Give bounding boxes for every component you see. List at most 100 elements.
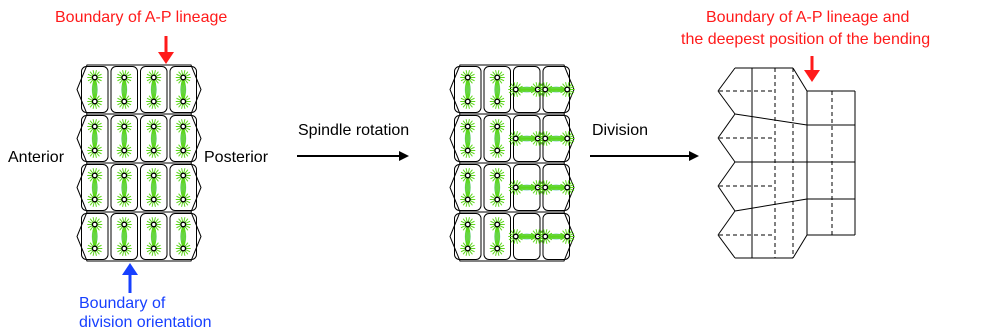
cell (169, 213, 197, 260)
centrosome (180, 245, 187, 252)
centrosome (494, 196, 501, 203)
cell (169, 164, 197, 211)
aster (460, 217, 476, 232)
aster (175, 217, 191, 232)
aster (116, 217, 132, 232)
centrosome (464, 147, 471, 154)
aster (87, 143, 103, 158)
aster (489, 217, 505, 232)
centrosome (121, 74, 128, 81)
centrosome (121, 123, 128, 130)
centrosome (494, 245, 501, 252)
cell (140, 164, 168, 211)
aster (537, 180, 553, 195)
aster (489, 168, 505, 183)
centrosome (542, 86, 549, 93)
spindle-fibers (180, 77, 186, 102)
spindle-fibers (494, 126, 500, 151)
cell-edge (717, 137, 736, 163)
centrosome (121, 196, 128, 203)
aster (559, 229, 575, 244)
centrosome (91, 147, 98, 154)
cell-edge (717, 234, 736, 259)
posterior-label: Posterior (204, 149, 269, 166)
centrosome (121, 98, 128, 105)
spindle-fibers (151, 77, 157, 102)
centrosome (494, 221, 501, 228)
centrosome (512, 184, 519, 191)
cell-edge (734, 113, 808, 126)
centrosome (150, 123, 157, 130)
centrosome (464, 245, 471, 252)
aster (116, 192, 132, 207)
centrosome (91, 172, 98, 179)
division-boundary-arrow (122, 263, 138, 293)
cell (81, 66, 109, 113)
aster (146, 168, 162, 183)
aster (87, 119, 103, 134)
aster (460, 119, 476, 134)
cell (81, 164, 109, 211)
spindle-fibers (465, 126, 471, 151)
cell-row-outline (449, 211, 575, 262)
aster (146, 192, 162, 207)
cell (454, 164, 482, 211)
spindle-fibers (151, 126, 157, 151)
cell (110, 66, 138, 113)
spindle-fibers (92, 126, 98, 151)
spindle-fibers (92, 77, 98, 102)
aster (508, 131, 524, 146)
centrosome (464, 221, 471, 228)
centrosome (542, 184, 549, 191)
aster (146, 217, 162, 232)
aster (460, 192, 476, 207)
aster (146, 94, 162, 109)
centrosome (464, 98, 471, 105)
centrosome (150, 98, 157, 105)
centrosome (150, 172, 157, 179)
aster (175, 168, 191, 183)
cell-edge (717, 161, 736, 187)
centrosome (150, 147, 157, 154)
cell (169, 115, 197, 162)
panel-after-division (717, 67, 856, 259)
spindle-fibers (121, 175, 127, 200)
cell (454, 213, 482, 260)
spindle-fibers (121, 126, 127, 151)
cell-edge (792, 234, 808, 259)
cell-edge (717, 210, 736, 236)
division-boundary-label-line2: division orientation (79, 314, 212, 331)
centrosome (121, 245, 128, 252)
centrosome (91, 245, 98, 252)
spindle-fibers (121, 77, 127, 102)
cell (140, 115, 168, 162)
aster (559, 180, 575, 195)
aster (116, 241, 132, 256)
centrosome (180, 147, 187, 154)
centrosome (180, 123, 187, 130)
aster (116, 70, 132, 85)
centrosome (512, 135, 519, 142)
aster (537, 229, 553, 244)
cell (81, 115, 109, 162)
spindle-fibers (92, 224, 98, 249)
centrosome (150, 221, 157, 228)
aster (489, 192, 505, 207)
centrosome (464, 74, 471, 81)
spindle-fibers (494, 77, 500, 102)
centrosome (180, 172, 187, 179)
spindle-fibers (465, 77, 471, 102)
centrosome (564, 135, 571, 142)
cell-edge (734, 198, 808, 212)
aster (460, 94, 476, 109)
aster (116, 168, 132, 183)
aster (489, 94, 505, 109)
aster (530, 82, 546, 97)
aster (175, 70, 191, 85)
division-label: Division (592, 122, 649, 139)
aster (116, 94, 132, 109)
centrosome (512, 86, 519, 93)
aster (146, 241, 162, 256)
aster (116, 143, 132, 158)
anterior-label: Anterior (8, 149, 65, 166)
